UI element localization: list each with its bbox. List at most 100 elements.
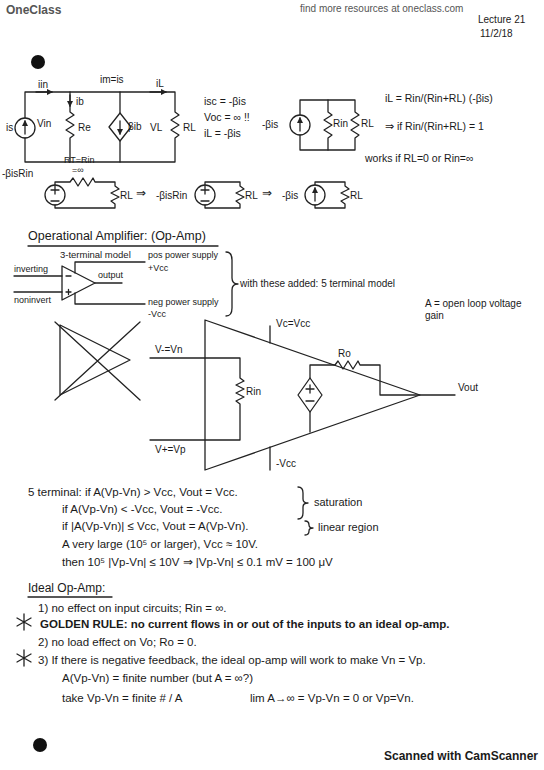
note-text: then 10⁵ |Vp-Vn| ≤ 10V ⇒ |Vp-Vn| ≤ 0.1 m…: [62, 556, 333, 569]
equation: isc = -βis: [204, 95, 246, 107]
three-terminal-opamp: [66, 276, 71, 295]
three-terminal-opamp: [75, 262, 145, 304]
note-text: 3) If there is negative feedback, the id…: [38, 654, 426, 667]
note-text: works if RL=0 or Rin=∞: [365, 152, 473, 164]
thevenin-circuits: [205, 182, 244, 208]
resistor-label: RL: [120, 190, 133, 202]
transistor-model-circuit: [15, 118, 35, 138]
note-text: saturation: [314, 496, 362, 509]
note-text: GOLDEN RULE: no current flows in or out …: [40, 618, 450, 631]
current-label: is: [6, 122, 13, 134]
note-text: 2) no load effect on Vo; Ro = 0.: [38, 636, 197, 649]
resistor-label: RL: [350, 190, 363, 202]
heading-underline: [28, 245, 218, 246]
norton-load-circuit: [290, 115, 310, 135]
thevenin-circuits: [201, 186, 209, 201]
note-text: if |A(Vp-Vn)| ≤ Vcc, Vout = A(Vp-Vn).: [62, 520, 248, 533]
norton-load-circuit: [290, 100, 359, 150]
thevenin-circuits: [314, 188, 315, 201]
brace: [298, 487, 313, 535]
thevenin-circuits: [315, 182, 349, 208]
five-terminal-opamp-model: [310, 361, 455, 432]
equation: iL = -βis: [204, 127, 241, 139]
thevenin-circuits: [45, 185, 65, 205]
terminal-label: +Vcc: [148, 263, 168, 273]
resistor-label: RL: [361, 118, 374, 130]
source-label: -βisRin: [2, 168, 33, 180]
source-label: -βis: [282, 190, 298, 202]
note-text: take Vp-Vn = finite # / A: [62, 692, 183, 705]
lecture-number: Lecture 21: [478, 14, 525, 26]
brace: [305, 521, 313, 535]
note-text: if A(Vp-Vn) < -Vcc, Vout = -Vcc.: [62, 503, 222, 516]
terminal-label: V-=Vn: [155, 344, 183, 356]
terminal-label: noninvert: [14, 295, 51, 305]
transistor-model-circuit: [119, 121, 120, 134]
equation: Voc = ∞ !!: [204, 111, 250, 123]
five-terminal-opamp-model: [298, 378, 322, 412]
watermark-logo: OneClass: [6, 4, 61, 18]
five-terminal-opamp-model: [150, 358, 244, 440]
transistor-model-circuit: [24, 121, 25, 134]
voltage-label: Vin: [37, 118, 51, 130]
star-mark: [17, 650, 31, 666]
transistor-model-circuit: [119, 92, 120, 162]
resistor-label: RL: [183, 122, 196, 134]
thevenin-circuits: [51, 186, 59, 201]
transistor-model-circuit: [109, 113, 131, 141]
binder-holes: [31, 55, 45, 69]
watermark: find more resources at oneclass.com: [300, 3, 463, 15]
transistor-model-circuit: [66, 92, 74, 162]
thevenin-circuits: [195, 185, 215, 205]
resistor-label: RL: [245, 190, 258, 202]
section-heading: Operational Amplifier: (Op-Amp): [28, 229, 206, 243]
transistor-model-circuit: [36, 91, 52, 92]
star-mark: [17, 614, 31, 630]
source-label: -βisRin: [156, 190, 187, 202]
norton-load-circuit: [300, 100, 359, 150]
terminal-label: output: [98, 270, 123, 280]
thevenin-circuits: [55, 178, 119, 208]
illustration: [14, 92, 455, 666]
brace: [298, 487, 308, 519]
date: 11/2/18: [480, 28, 513, 40]
note-text: A(Vp-Vn) = finite number (but A = ∞?): [62, 672, 253, 685]
resistor-label: Rin: [333, 118, 348, 130]
terminal-label: -Vcc: [148, 309, 166, 319]
transistor-model-circuit: [25, 92, 179, 162]
transistor-model-circuit: [150, 91, 166, 92]
five-terminal-opamp-model: [306, 385, 314, 401]
note-text: with these added: 5 terminal model: [240, 278, 395, 290]
arrow-symbol: ⇒: [136, 187, 146, 201]
terminal-label: -Vcc: [276, 458, 296, 470]
norton-load-circuit: [324, 100, 332, 150]
resistor-label: Re: [78, 122, 91, 134]
equation: im=is: [100, 74, 124, 86]
equation: =∞: [72, 165, 84, 175]
note-text: 1) no effect on input circuits; Rin = ∞.: [38, 602, 227, 615]
watermark: Scanned with CamScanner: [384, 750, 538, 764]
note-text: lim A→∞ = Vp-Vn = 0 or Vp=Vn.: [250, 692, 414, 705]
transistor-model-circuit: [69, 95, 70, 106]
terminal-label: Vc=Vcc: [276, 318, 310, 330]
source-label: -βis: [262, 119, 278, 131]
arrow-symbol: ⇒: [262, 187, 272, 201]
crossed-out-opamp: [55, 322, 140, 400]
resistor-label: Ro: [338, 348, 351, 360]
terminal-label: Vout: [458, 382, 478, 394]
source-label: βib: [128, 121, 142, 133]
note-text: A very large (10⁵ or larger), Vcc ≈ 10V.: [62, 538, 258, 551]
current-label: ib: [76, 96, 84, 108]
three-terminal-opamp: [62, 266, 95, 300]
resistor-label: RT=Rin: [64, 155, 95, 165]
note-text: 5 terminal: if A(Vp-Vn) > Vcc, Vout = Vc…: [28, 486, 238, 499]
note-text: linear region: [318, 521, 379, 534]
equation: iL = Rin/(Rin+RL) (-βis): [385, 92, 493, 104]
thevenin-circuits: [45, 178, 349, 208]
terminal-label: pos power supply: [148, 250, 218, 260]
star-mark: [17, 614, 31, 666]
section-heading: Ideal Op-Amp:: [28, 582, 105, 596]
thevenin-circuits: [305, 185, 325, 205]
terminal-label: inverting: [14, 264, 48, 274]
